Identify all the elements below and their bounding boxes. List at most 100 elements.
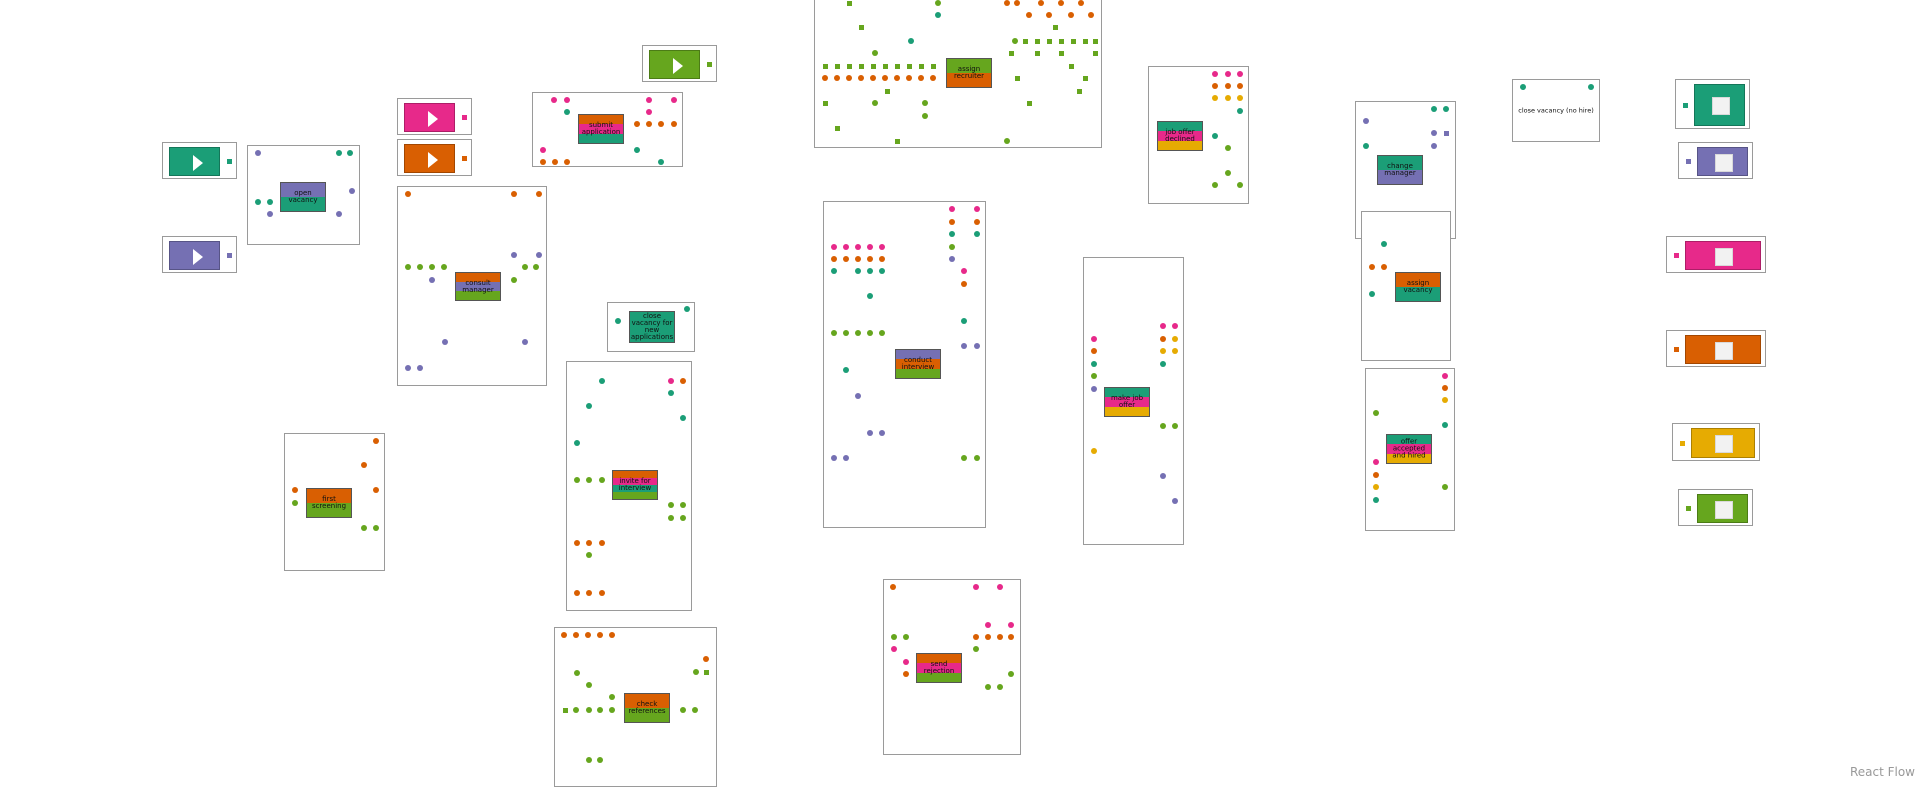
connection-handle-dot[interactable]	[894, 75, 900, 81]
connection-handle-dot[interactable]	[361, 525, 367, 531]
connection-handle-dot[interactable]	[522, 264, 528, 270]
end-button[interactable]	[1694, 84, 1745, 126]
connection-handle-dot[interactable]	[906, 75, 912, 81]
node-assign-vacancy-activity-box[interactable]: assign vacancy	[1395, 272, 1441, 302]
start-node[interactable]	[642, 45, 717, 82]
node-consult-manager[interactable]: consult manager	[397, 186, 547, 386]
connection-handle-dot[interactable]	[1160, 361, 1166, 367]
connection-handle-dot[interactable]	[429, 277, 435, 283]
start-node[interactable]	[162, 236, 237, 273]
connection-handle-dot[interactable]	[540, 147, 546, 153]
connection-handle-square[interactable]	[1673, 347, 1679, 352]
connection-handle-dot[interactable]	[831, 256, 837, 262]
connection-handle-dot[interactable]	[922, 100, 928, 106]
connection-handle-dot[interactable]	[822, 75, 828, 81]
connection-handle-dot[interactable]	[609, 707, 615, 713]
connection-handle-dot[interactable]	[573, 632, 579, 638]
connection-handle-dot[interactable]	[646, 109, 652, 115]
connection-handle-dot[interactable]	[574, 590, 580, 596]
connection-handle-square[interactable]	[1070, 38, 1076, 44]
connection-handle-dot[interactable]	[1369, 291, 1375, 297]
connection-handle-square[interactable]	[930, 63, 936, 69]
node-conduct-interview[interactable]: conduct interview	[823, 201, 986, 528]
connection-handle-dot[interactable]	[668, 390, 674, 396]
connection-handle-dot[interactable]	[1225, 83, 1231, 89]
connection-handle-dot[interactable]	[855, 268, 861, 274]
connection-handle-dot[interactable]	[1363, 143, 1369, 149]
connection-handle-dot[interactable]	[1431, 143, 1437, 149]
connection-handle-dot[interactable]	[1160, 336, 1166, 342]
end-node[interactable]	[1678, 489, 1753, 526]
connection-handle-dot[interactable]	[1078, 0, 1084, 6]
connection-handle-dot[interactable]	[586, 552, 592, 558]
connection-handle-dot[interactable]	[843, 455, 849, 461]
connection-handle-dot[interactable]	[511, 277, 517, 283]
connection-handle-dot[interactable]	[879, 330, 885, 336]
connection-handle-dot[interactable]	[255, 199, 261, 205]
connection-handle-dot[interactable]	[974, 219, 980, 225]
connection-handle-square[interactable]	[1052, 24, 1058, 30]
connection-handle-dot[interactable]	[680, 415, 686, 421]
node-check-references[interactable]: check references	[554, 627, 717, 787]
node-offer-accepted-hired-activity-box[interactable]: offer accepted and hired	[1386, 434, 1432, 464]
connection-handle-square[interactable]	[1008, 50, 1014, 56]
connection-handle-dot[interactable]	[1091, 348, 1097, 354]
connection-handle-dot[interactable]	[872, 100, 878, 106]
connection-handle-dot[interactable]	[870, 75, 876, 81]
connection-handle-dot[interactable]	[658, 159, 664, 165]
start-button[interactable]	[169, 147, 220, 176]
connection-handle-dot[interactable]	[522, 339, 528, 345]
connection-handle-dot[interactable]	[843, 244, 849, 250]
connection-handle-dot[interactable]	[879, 244, 885, 250]
connection-handle-dot[interactable]	[1160, 473, 1166, 479]
connection-handle-dot[interactable]	[1008, 634, 1014, 640]
node-close-vacancy-new-apps-activity-box[interactable]: close vacancy for new applications	[629, 311, 675, 343]
connection-handle-dot[interactable]	[974, 343, 980, 349]
connection-handle-dot[interactable]	[935, 0, 941, 6]
connection-handle-dot[interactable]	[1046, 12, 1052, 18]
connection-handle-dot[interactable]	[1160, 423, 1166, 429]
connection-handle-dot[interactable]	[585, 632, 591, 638]
connection-handle-dot[interactable]	[961, 343, 967, 349]
connection-handle-square[interactable]	[1682, 102, 1688, 108]
connection-handle-square[interactable]	[894, 63, 900, 69]
connection-handle-dot[interactable]	[597, 632, 603, 638]
connection-handle-dot[interactable]	[442, 339, 448, 345]
connection-handle-dot[interactable]	[1172, 336, 1178, 342]
node-assign-recruiter[interactable]: assign recruiter	[814, 0, 1102, 148]
connection-handle-dot[interactable]	[961, 268, 967, 274]
connection-handle-square[interactable]	[1034, 38, 1040, 44]
connection-handle-square[interactable]	[884, 88, 890, 94]
connection-handle-square[interactable]	[1679, 440, 1685, 446]
connection-handle-dot[interactable]	[267, 211, 273, 217]
node-close-vacancy-no-hire[interactable]: close vacancy (no hire)	[1512, 79, 1600, 142]
connection-handle-dot[interactable]	[658, 121, 664, 127]
connection-handle-square[interactable]	[1092, 38, 1098, 44]
connection-handle-square[interactable]	[1685, 506, 1691, 511]
connection-handle-dot[interactable]	[511, 191, 517, 197]
connection-handle-dot[interactable]	[930, 75, 936, 81]
start-node[interactable]	[162, 142, 237, 179]
node-make-job-offer[interactable]: make job offer	[1083, 257, 1184, 545]
connection-handle-dot[interactable]	[855, 393, 861, 399]
connection-handle-dot[interactable]	[671, 121, 677, 127]
connection-handle-dot[interactable]	[573, 707, 579, 713]
node-first-screening-activity-box[interactable]: first screening	[306, 488, 352, 518]
connection-handle-dot[interactable]	[891, 646, 897, 652]
connection-handle-dot[interactable]	[1160, 323, 1166, 329]
connection-handle-dot[interactable]	[1225, 71, 1231, 77]
end-node[interactable]	[1675, 79, 1750, 129]
connection-handle-dot[interactable]	[973, 584, 979, 590]
connection-handle-square[interactable]	[870, 63, 876, 69]
connection-handle-dot[interactable]	[1225, 170, 1231, 176]
connection-handle-square[interactable]	[1685, 159, 1691, 164]
connection-handle-dot[interactable]	[1091, 336, 1097, 342]
connection-handle-dot[interactable]	[1088, 12, 1094, 18]
connection-handle-dot[interactable]	[1004, 0, 1010, 6]
start-button[interactable]	[404, 144, 455, 173]
connection-handle-dot[interactable]	[918, 75, 924, 81]
connection-handle-dot[interactable]	[1172, 423, 1178, 429]
connection-handle-dot[interactable]	[1038, 0, 1044, 6]
connection-handle-dot[interactable]	[668, 378, 674, 384]
